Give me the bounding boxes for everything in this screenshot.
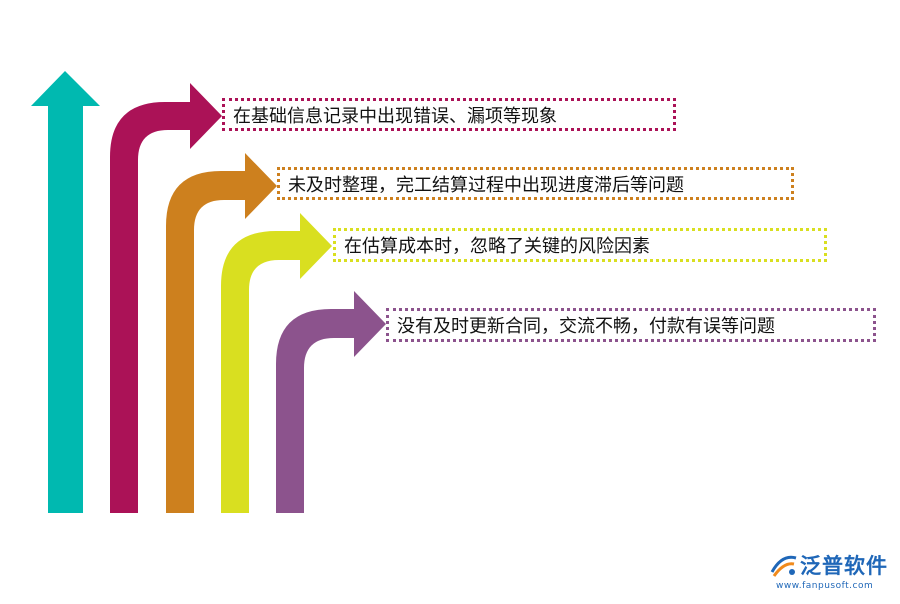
- item-text-1: 在基础信息记录中出现错误、漏项等现象: [233, 105, 557, 127]
- bent-arrow-3: [221, 213, 332, 513]
- bent-arrow-2: [166, 153, 277, 513]
- item-label-1: 在基础信息记录中出现错误、漏项等现象: [222, 98, 676, 131]
- logo-url: www.fanpusoft.com: [776, 581, 874, 591]
- item-label-2: 未及时整理，完工结算过程中出现进度滞后等问题: [277, 167, 794, 200]
- item-label-3: 在估算成本时，忽略了关键的风险因素: [333, 228, 827, 262]
- bent-arrow-1: [110, 83, 222, 513]
- logo-mark-icon: [770, 555, 797, 577]
- item-text-3: 在估算成本时，忽略了关键的风险因素: [344, 236, 650, 257]
- bent-arrow-4: [276, 291, 386, 513]
- logo-name: 泛普软件: [800, 554, 888, 578]
- vertical-arrow: [31, 71, 100, 513]
- item-text-2: 未及时整理，完工结算过程中出现进度滞后等问题: [288, 174, 684, 196]
- brand-logo: 泛普软件 www.fanpusoft.com: [768, 552, 894, 596]
- item-label-4: 没有及时更新合同，交流不畅，付款有误等问题: [386, 308, 876, 342]
- item-text-4: 没有及时更新合同，交流不畅，付款有误等问题: [397, 316, 775, 337]
